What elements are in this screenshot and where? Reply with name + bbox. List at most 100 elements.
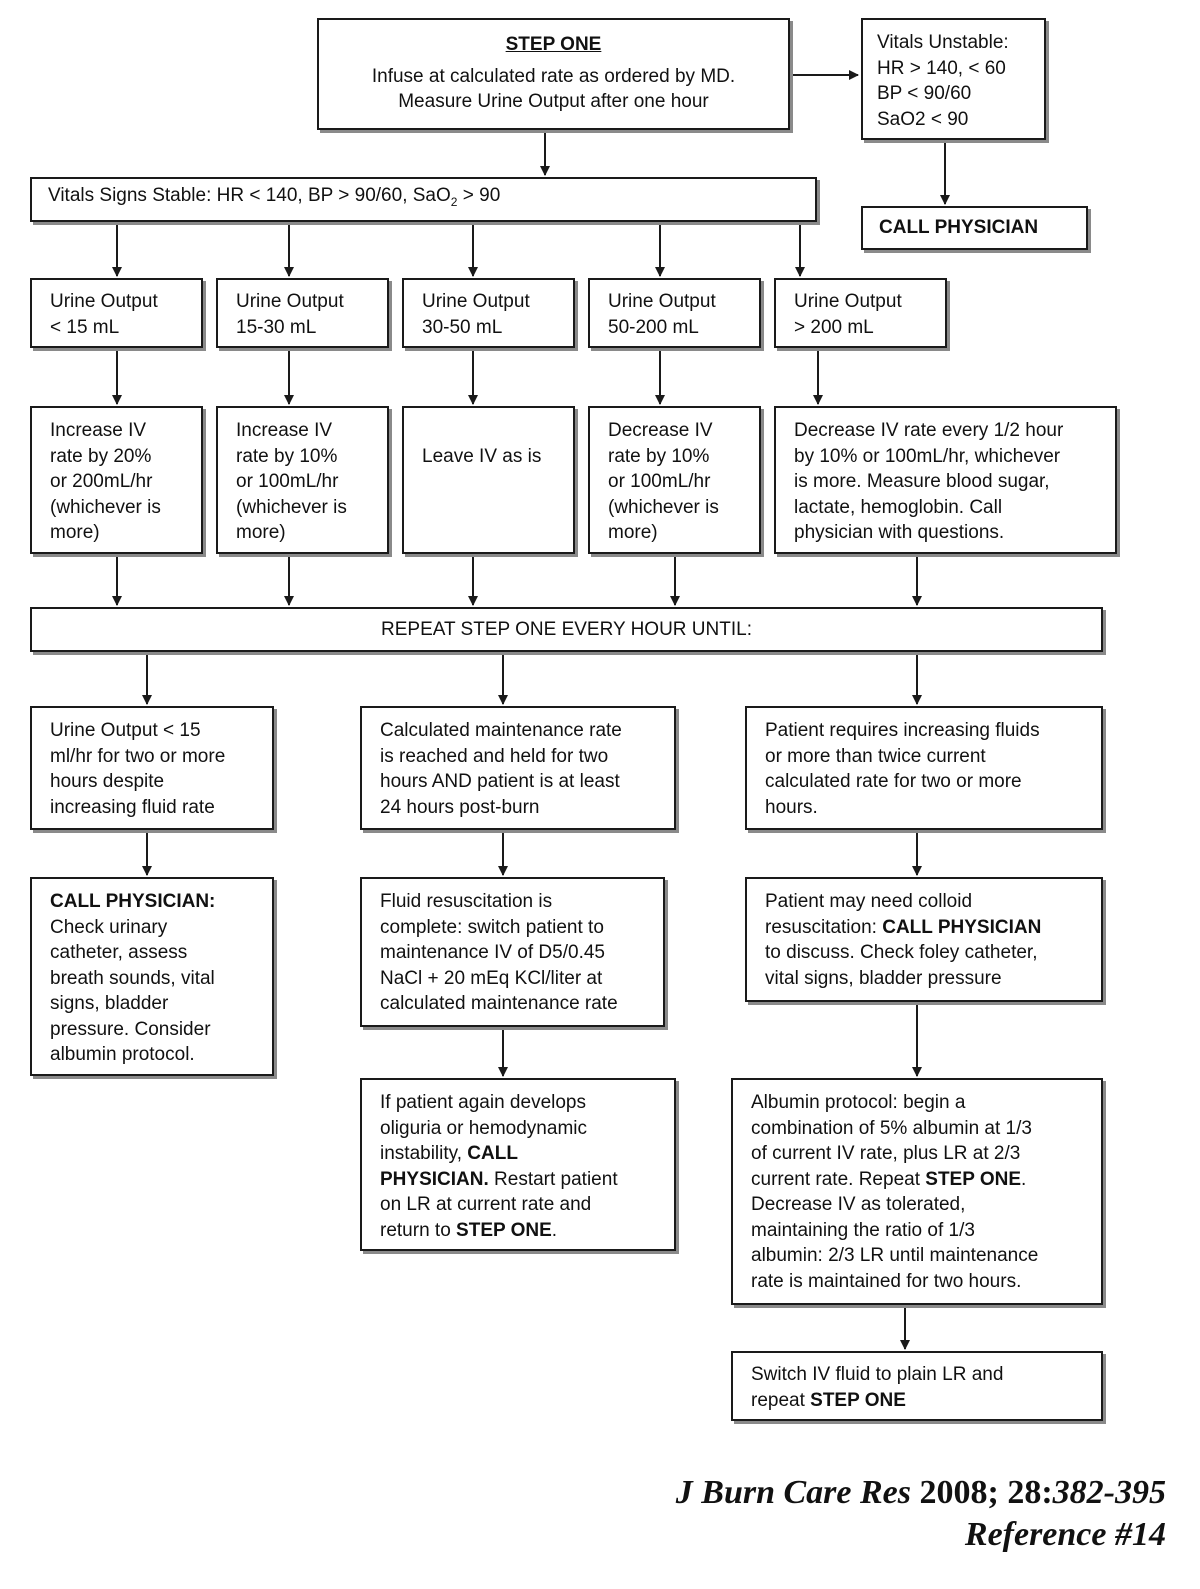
action-line: Increase IV <box>50 420 147 441</box>
urine-output-box: Urine Output > 200 mL <box>774 278 947 348</box>
action-line: more) <box>50 522 100 543</box>
urine-output-box: Urine Output 30-50 mL <box>402 278 575 348</box>
action-line: rate by 10% <box>236 445 338 467</box>
left-condition-box: Urine Output < 15 ml/hr for two or more … <box>30 706 274 830</box>
urine-output-label: Urine Output <box>236 291 344 312</box>
urine-output-range: 30-50 mL <box>422 316 503 338</box>
right-albumin-line: combination of 5% albumin at 1/3 <box>751 1117 1032 1139</box>
middle-again-text: return to <box>380 1219 457 1241</box>
left-condition-line: hours despite <box>50 771 165 792</box>
right-colloid-line: to discuss. Check foley catheter, <box>765 942 1038 963</box>
action-line: Leave IV as is <box>422 446 542 467</box>
action-line: rate by 10% <box>608 445 710 467</box>
middle-condition-line: 24 hours post-burn <box>380 796 540 818</box>
urine-output-label: Urine Output <box>794 291 902 312</box>
citation-year-volume: 2008; 28: <box>911 1474 1053 1511</box>
urine-output-range: > 200 mL <box>794 316 874 338</box>
right-condition-line: hours. <box>765 796 818 818</box>
left-condition-line: ml/hr for two or more <box>50 745 226 767</box>
right-condition-line: calculated rate for two or more <box>765 771 1022 792</box>
right-condition-line: Patient requires increasing fluids <box>765 720 1040 741</box>
middle-complete-line: NaCl + 20 mEq KCl/liter at <box>380 967 603 989</box>
urine-output-label: Urine Output <box>422 291 530 312</box>
right-albumin-text: current rate. Repeat <box>751 1168 926 1190</box>
citation-pages: 382-395 <box>1052 1474 1166 1511</box>
right-albumin-text: . <box>1021 1168 1027 1190</box>
middle-condition-line: is reached and held for two <box>380 745 609 767</box>
right-colloid-text: resuscitation: <box>765 916 883 938</box>
middle-condition-line: Calculated maintenance rate <box>380 720 622 741</box>
right-albumin-line: albumin: 2/3 LR until maintenance <box>751 1245 1039 1266</box>
action-line: Increase IV <box>236 420 333 441</box>
right-switch-line: repeat STEP ONE <box>751 1388 1087 1414</box>
left-call-line: signs, bladder <box>50 993 169 1014</box>
step-one-title: STEP ONE <box>505 34 602 55</box>
citation-journal: J Burn Care Res <box>675 1474 912 1511</box>
urine-output-box: Urine Output 15-30 mL <box>216 278 389 348</box>
right-albumin-bold: STEP ONE <box>925 1168 1021 1190</box>
urine-output-range: < 15 mL <box>50 316 120 338</box>
middle-again-bold: PHYSICIAN. <box>380 1168 489 1190</box>
left-condition-line: Urine Output < 15 <box>50 720 201 741</box>
vitals-unstable-line1: Vitals Unstable: <box>877 32 1009 53</box>
left-call-physician-box: CALL PHYSICIAN: Check urinary catheter, … <box>30 877 274 1076</box>
call-physician-top-label: CALL PHYSICIAN <box>879 217 1039 239</box>
action-line: or 100mL/hr <box>236 471 339 492</box>
vitals-unstable-line2: HR > 140, < 60 <box>877 57 1006 79</box>
action-line: (whichever is <box>50 496 161 518</box>
middle-condition-box: Calculated maintenance rate is reached a… <box>360 706 676 830</box>
right-albumin-line: rate is maintained for two hours. <box>751 1270 1022 1292</box>
right-albumin-line: current rate. Repeat STEP ONE. <box>751 1167 1087 1193</box>
vitals-stable-text: Vitals Signs Stable: HR < 140, BP > 90/6… <box>48 183 799 215</box>
middle-complete-line: complete: switch patient to <box>380 916 604 938</box>
middle-again-bold: STEP ONE <box>456 1219 552 1241</box>
urine-output-range: 50-200 mL <box>608 316 699 338</box>
citation: J Burn Care Res 2008; 28:382-395 Referen… <box>676 1472 1166 1556</box>
middle-again-line: on LR at current rate and <box>380 1194 592 1215</box>
action-line: more) <box>608 522 658 543</box>
right-colloid-line: vital signs, bladder pressure <box>765 967 1002 989</box>
vitals-stable-box: Vitals Signs Stable: HR < 140, BP > 90/6… <box>30 177 817 222</box>
middle-again-text: instability, <box>380 1143 468 1164</box>
middle-again-text: . <box>551 1219 558 1241</box>
action-line: rate by 20% <box>50 445 152 467</box>
right-albumin-line: maintaining the ratio of 1/3 <box>751 1219 975 1241</box>
middle-complete-line: Fluid resuscitation is <box>380 891 553 912</box>
action-box: Decrease IV rate every 1/2 hour by 10% o… <box>774 406 1117 554</box>
middle-again-bold: CALL <box>467 1143 518 1164</box>
right-condition-line: or more than twice current <box>765 745 986 767</box>
middle-complete-line: maintenance IV of D5/0.45 <box>380 942 605 963</box>
vitals-unstable-box: Vitals Unstable: HR > 140, < 60 BP < 90/… <box>861 18 1046 140</box>
middle-again-line: If patient again develops <box>380 1092 586 1113</box>
right-colloid-line: resuscitation: CALL PHYSICIAN <box>765 915 1087 941</box>
vitals-unstable-line4: SaO2 < 90 <box>877 108 969 130</box>
right-switch-box: Switch IV fluid to plain LR and repeat S… <box>731 1351 1103 1421</box>
urine-output-range: 15-30 mL <box>236 316 317 338</box>
step-one-line2: Measure Urine Output after one hour <box>398 91 709 112</box>
action-line: Decrease IV rate every 1/2 hour <box>794 420 1064 441</box>
right-colloid-bold: CALL PHYSICIAN <box>882 916 1042 938</box>
middle-complete-box: Fluid resuscitation is complete: switch … <box>360 877 665 1027</box>
action-line: Decrease IV <box>608 420 713 441</box>
urine-output-box: Urine Output 50-200 mL <box>588 278 761 348</box>
action-box: Leave IV as is <box>402 406 575 554</box>
step-one-box: STEP ONE Infuse at calculated rate as or… <box>317 18 790 130</box>
action-box: Decrease IV rate by 10% or 100mL/hr (whi… <box>588 406 761 554</box>
right-albumin-box: Albumin protocol: begin a combination of… <box>731 1078 1103 1305</box>
middle-again-line: oliguria or hemodynamic <box>380 1117 587 1139</box>
middle-complete-line: calculated maintenance rate <box>380 993 618 1014</box>
left-call-line: Check urinary <box>50 916 168 938</box>
urine-output-label: Urine Output <box>608 291 716 312</box>
citation-reference: Reference #14 <box>964 1516 1166 1553</box>
right-albumin-line: Albumin protocol: begin a <box>751 1092 966 1113</box>
repeat-box: REPEAT STEP ONE EVERY HOUR UNTIL: <box>30 607 1103 652</box>
left-call-line: breath sounds, vital <box>50 967 215 989</box>
action-line: by 10% or 100mL/hr, whichever <box>794 445 1061 467</box>
middle-again-box: If patient again develops oliguria or he… <box>360 1078 676 1251</box>
vitals-stable-suffix: > 90 <box>457 185 501 207</box>
right-switch-text: repeat <box>751 1389 811 1411</box>
middle-condition-line: hours AND patient is at least <box>380 771 620 792</box>
right-colloid-line: Patient may need colloid <box>765 891 973 912</box>
